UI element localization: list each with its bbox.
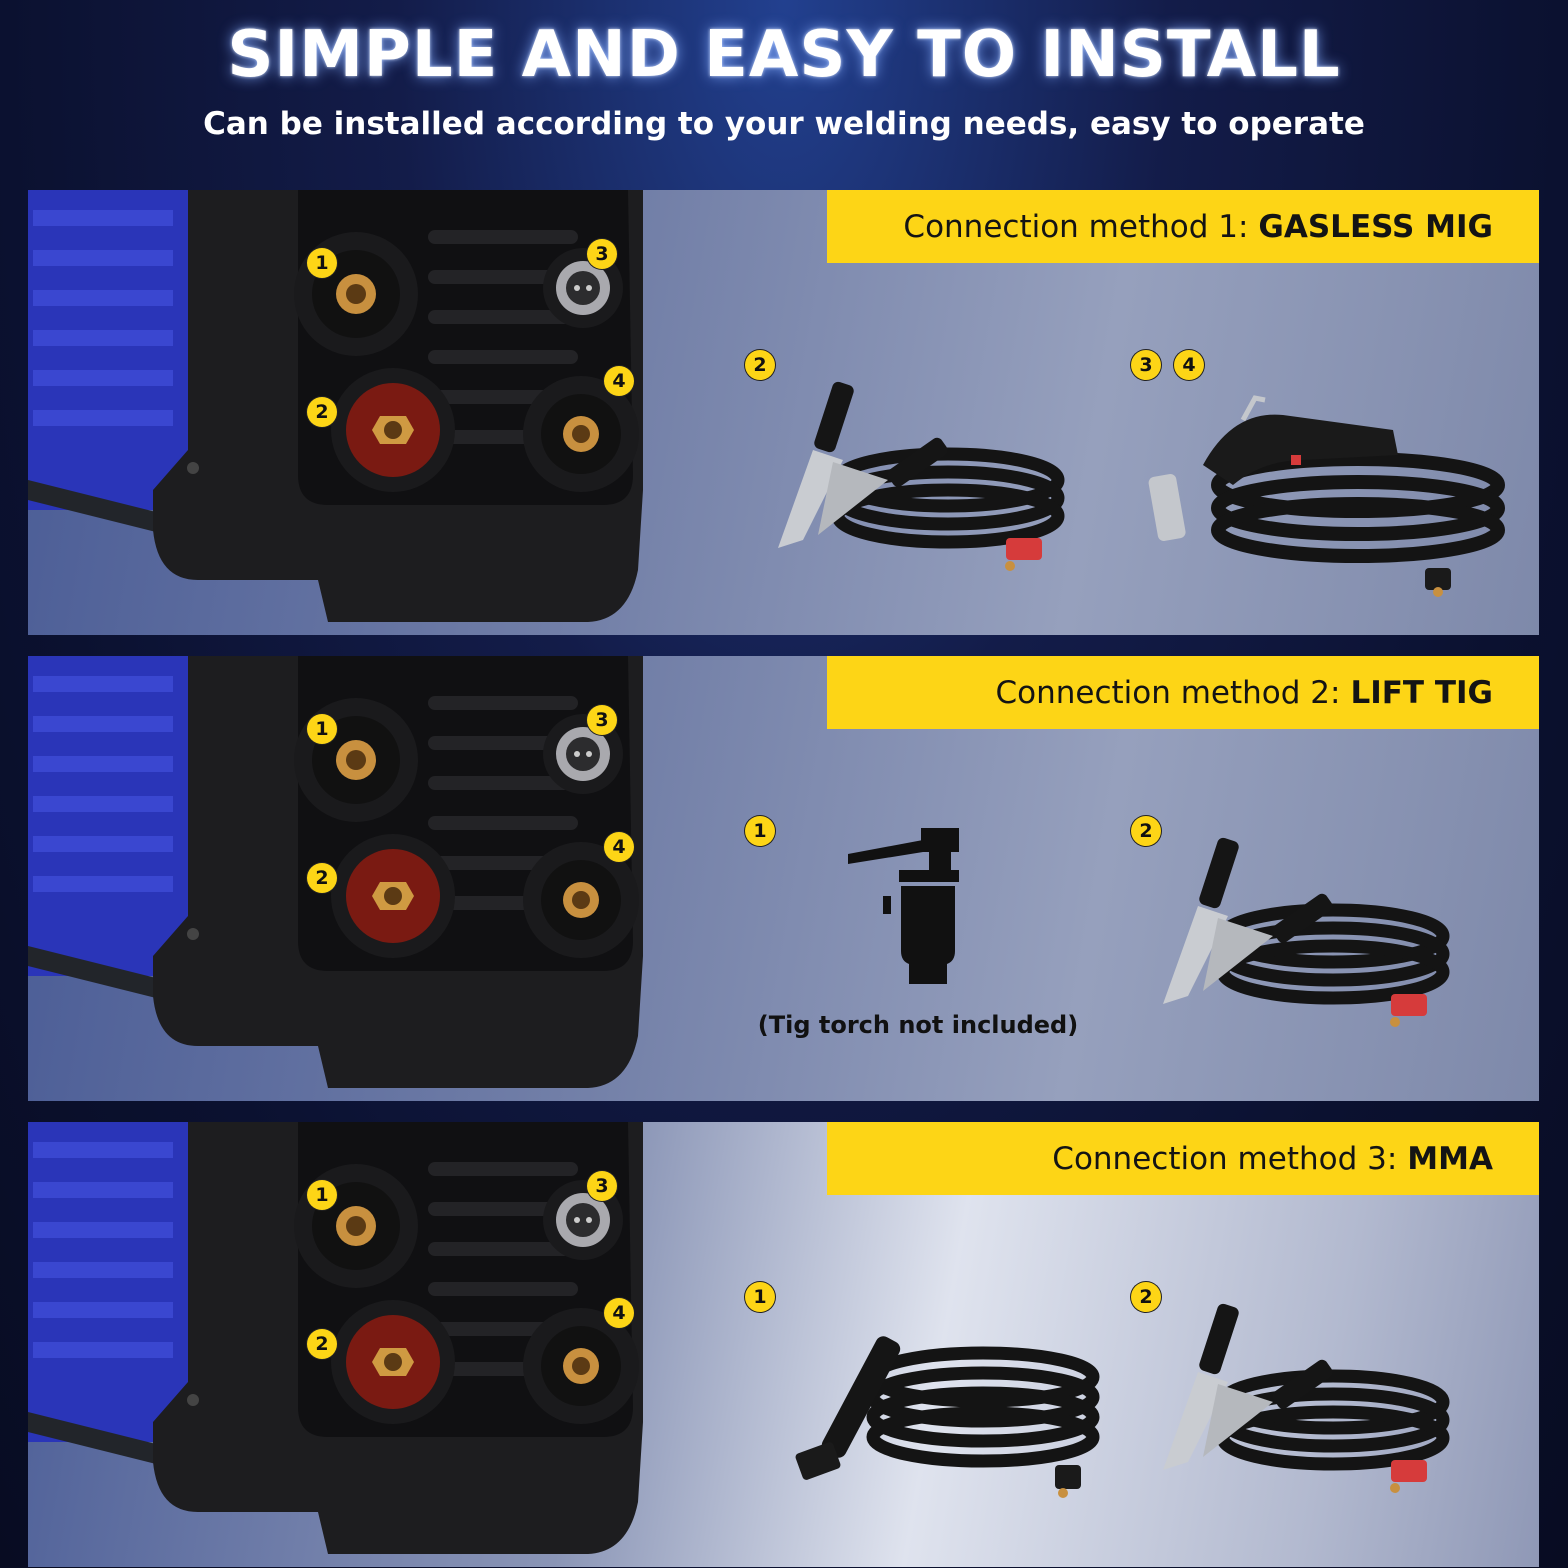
welder-front-panel-icon (28, 656, 643, 1088)
port-badge-2: 2 (307, 1329, 337, 1359)
ground-clamp-cable-icon (1163, 1303, 1450, 1493)
port-badge-1: 1 (307, 714, 337, 744)
method-banner-name: LIFT TIG (1350, 674, 1493, 711)
accessory-badge-1: 1 (745, 816, 775, 846)
port-badge-4: 4 (604, 366, 634, 396)
port-badge-2: 2 (307, 397, 337, 427)
port-badge-4: 4 (604, 832, 634, 862)
ground-clamp-cable-icon (778, 381, 1065, 571)
tig-torch-note: (Tig torch not included) (757, 1011, 1079, 1039)
method-banner-prefix: Connection method 3: (1052, 1140, 1398, 1177)
connection-method-panel-1: 1 2 3 4 Connection method 1:GASLESS MIG … (28, 190, 1539, 635)
mig-torch-cable-icon (1148, 395, 1505, 597)
tig-torch-silhouette-icon (848, 828, 959, 984)
ground-clamp-cable-icon (1163, 837, 1450, 1027)
method-banner: Connection method 3:MMA (827, 1122, 1539, 1195)
connection-method-panel-3: 1 2 3 4 Connection method 3:MMA 1 2 (28, 1122, 1539, 1567)
port-badge-3: 3 (587, 239, 617, 269)
method-banner-prefix: Connection method 1: (903, 208, 1249, 245)
electrode-holder-cable-icon (795, 1336, 1100, 1498)
accessory-badge-2: 2 (1131, 1282, 1161, 1312)
welder-front-panel-icon (28, 1122, 643, 1554)
port-badge-1: 1 (307, 1180, 337, 1210)
method-banner-prefix: Connection method 2: (995, 674, 1341, 711)
port-badge-3: 3 (587, 1171, 617, 1201)
method-banner: Connection method 2:LIFT TIG (827, 656, 1539, 729)
connection-method-panel-2: 1 2 3 4 Connection method 2:LIFT TIG 1 (… (28, 656, 1539, 1101)
accessory-badge-1: 1 (745, 1282, 775, 1312)
method-banner-name: GASLESS MIG (1258, 208, 1493, 245)
accessory-badge-4: 4 (1174, 350, 1204, 380)
method-banner-name: MMA (1407, 1140, 1493, 1177)
page-subtitle: Can be installed according to your weldi… (203, 106, 1365, 142)
port-badge-3: 3 (587, 705, 617, 735)
accessory-badge-2: 2 (1131, 816, 1161, 846)
welder-front-panel-icon (28, 190, 643, 622)
port-badge-2: 2 (307, 863, 337, 893)
port-badge-4: 4 (604, 1298, 634, 1328)
accessory-badge-2: 2 (745, 350, 775, 380)
accessory-badge-3: 3 (1131, 350, 1161, 380)
port-badge-1: 1 (307, 248, 337, 278)
page-title: SIMPLE AND EASY TO INSTALL (227, 18, 1341, 92)
method-banner: Connection method 1:GASLESS MIG (827, 190, 1539, 263)
